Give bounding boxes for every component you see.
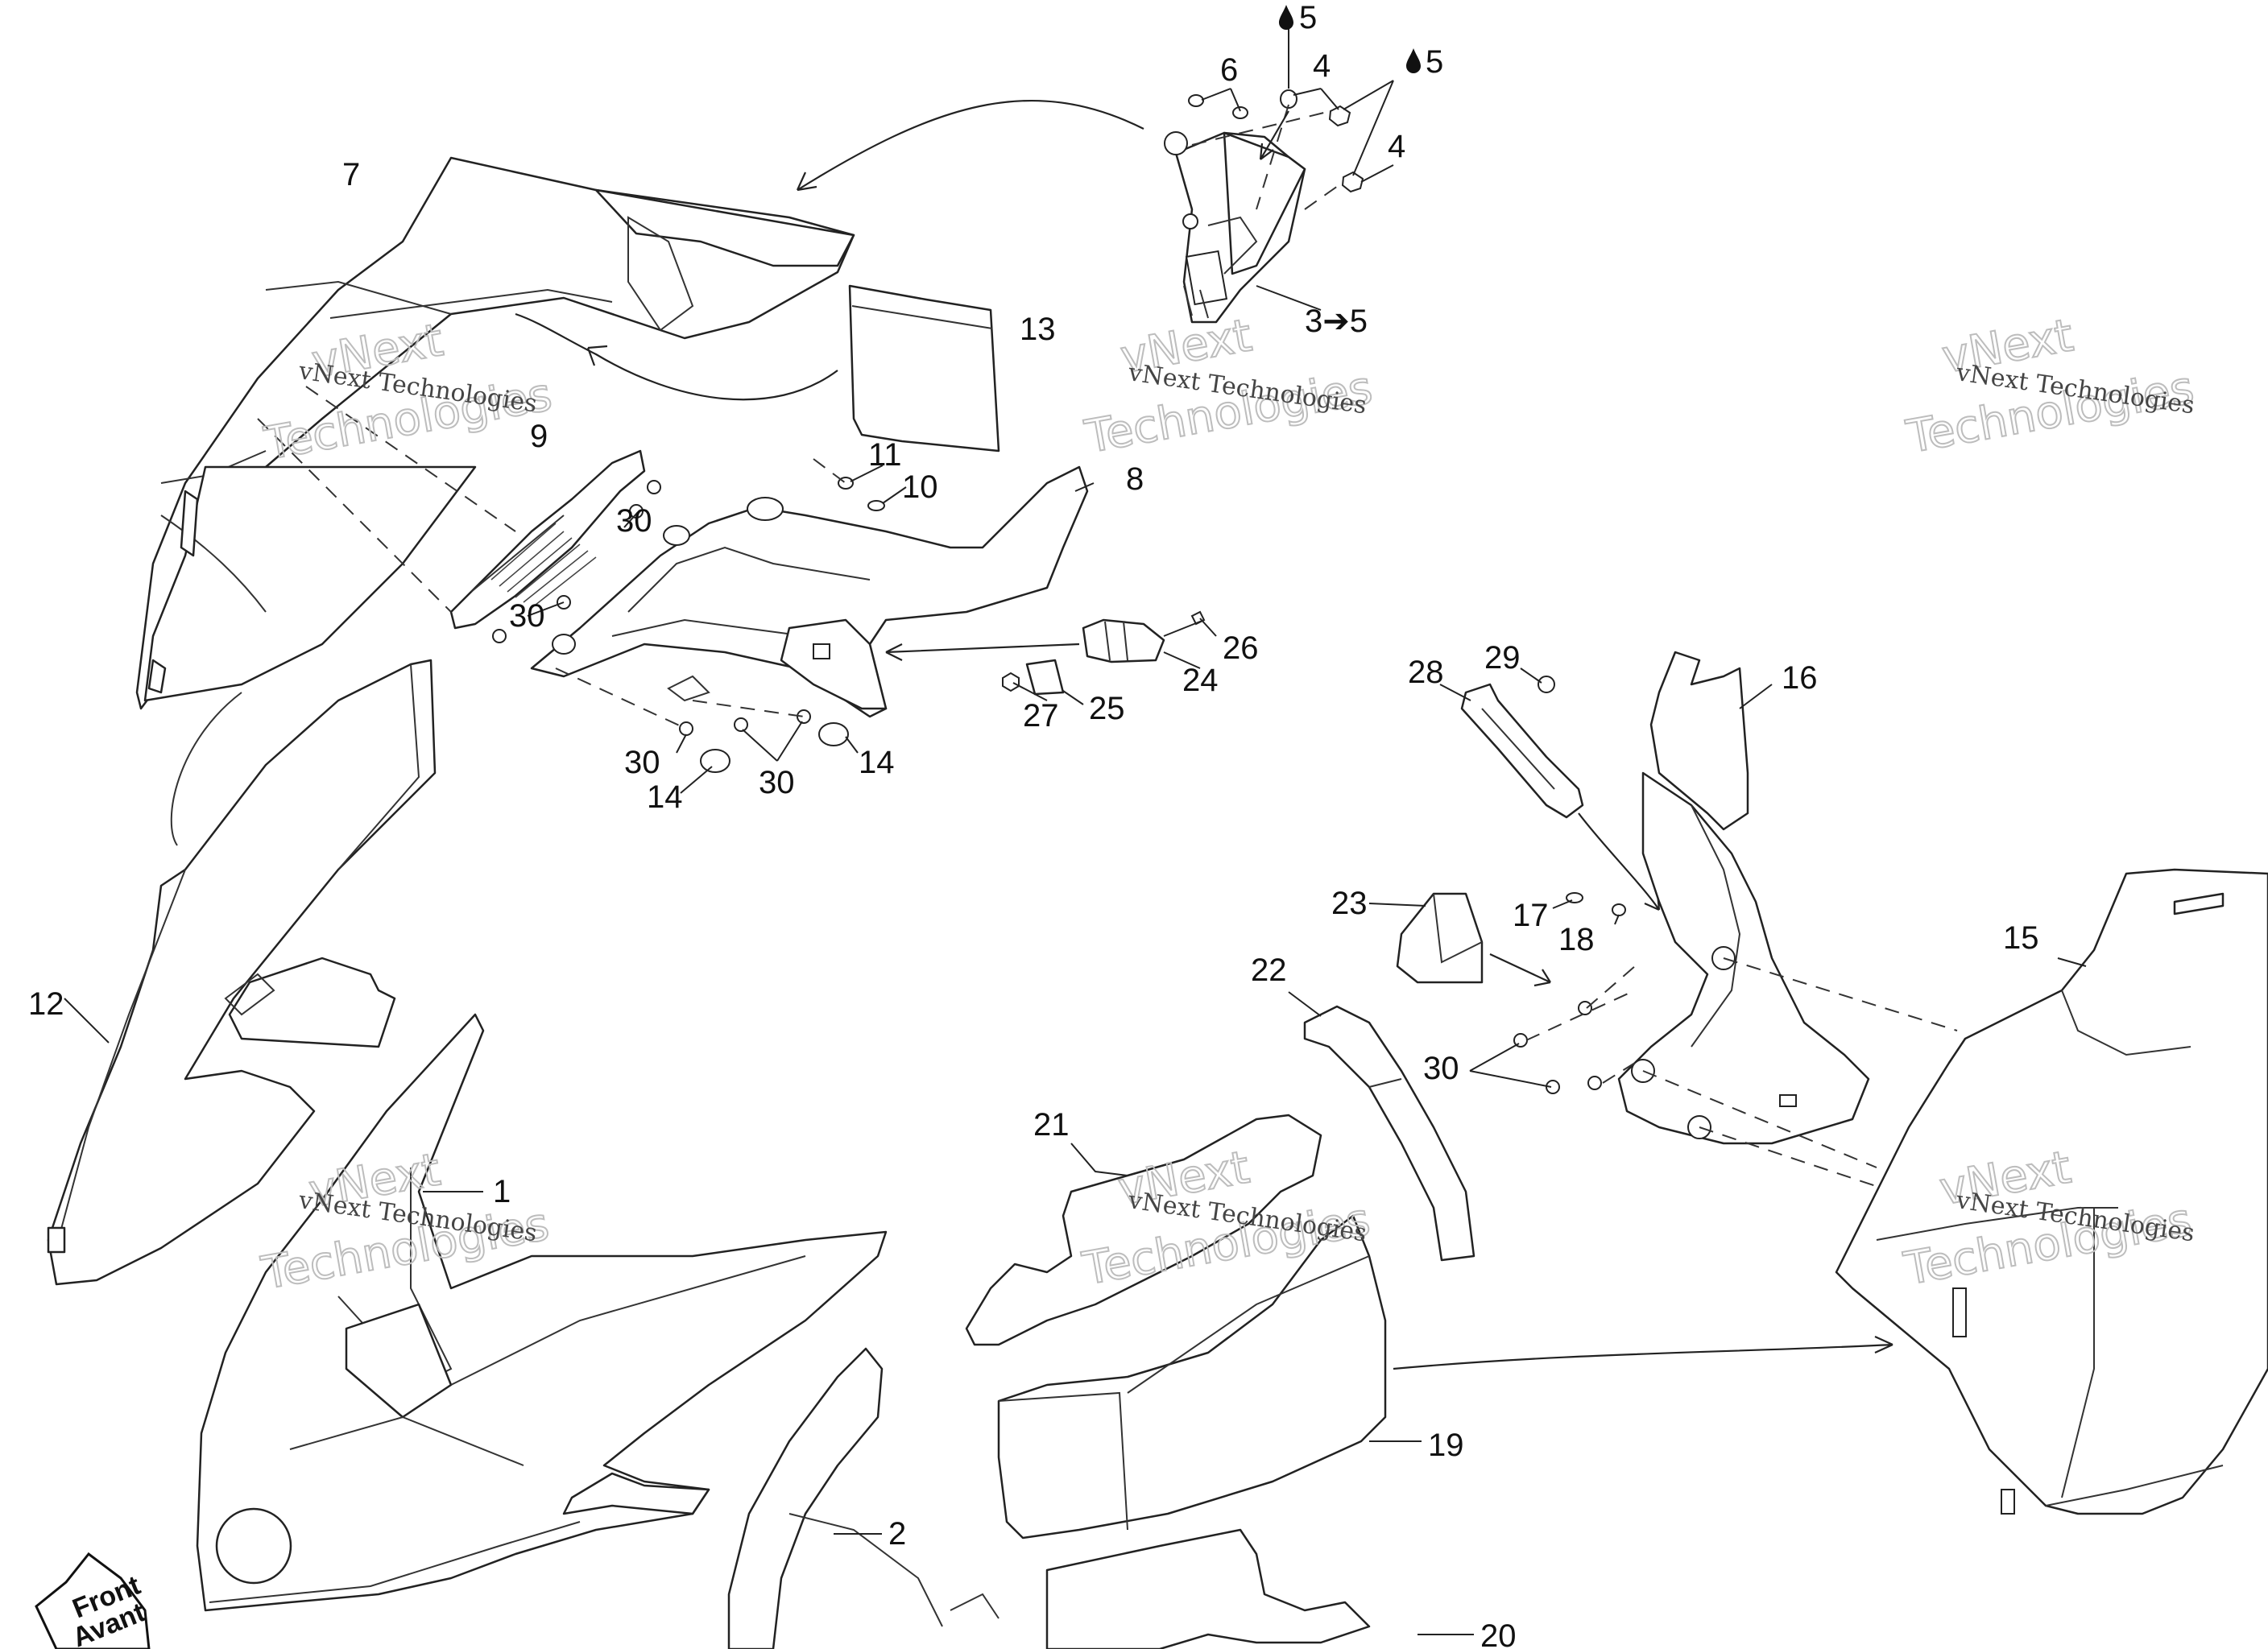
callout-25: 25: [1089, 691, 1125, 726]
callout-10: 10: [902, 469, 938, 505]
assembly-arrow-13: [515, 312, 838, 401]
part-3-to-5-bracket: [1164, 131, 1306, 324]
callout-27: 27: [1023, 698, 1059, 734]
callout-13: 13: [1020, 312, 1056, 347]
part-7-upper-fascia: [135, 156, 855, 710]
part-9-grille: [449, 449, 646, 630]
callout-4a: 4: [1313, 48, 1331, 84]
callout-1: 1: [493, 1174, 511, 1209]
callout-5b: 5: [1426, 44, 1443, 80]
callout-30c: 30: [624, 745, 660, 780]
callout-20: 20: [1480, 1618, 1517, 1649]
callout-8: 8: [1126, 461, 1144, 497]
callout-14a: 14: [859, 745, 895, 780]
callout-14b: 14: [647, 779, 683, 815]
part-21-bracket: [965, 1114, 1322, 1346]
part-22-trim: [1303, 1005, 1475, 1262]
callout-21: 21: [1033, 1107, 1070, 1143]
part-24-clip: [1002, 610, 1206, 696]
washers-below-8: [679, 709, 849, 773]
callout-16: 16: [1782, 660, 1818, 696]
part-20-lower-trim: [1045, 1528, 1371, 1649]
callout-30e: 30: [1423, 1051, 1459, 1086]
fastener-6: [1188, 89, 1364, 193]
callout-30a: 30: [616, 503, 652, 539]
callout-22: 22: [1251, 953, 1287, 988]
oil-drop-icon: [1406, 48, 1421, 73]
callout-9: 9: [530, 419, 548, 454]
nut-27: [1002, 672, 1020, 692]
callout-labels: 7 6 5 4 5 4 3➔5 13 9 11 10 8 30 30 26 24…: [28, 0, 2039, 1649]
part-15-side-panel: [1835, 868, 2268, 1515]
part-28-strap: [1460, 676, 1584, 819]
callout-12: 12: [28, 986, 64, 1022]
callout-7: 7: [342, 157, 360, 192]
part-2-lower-bezel: [727, 1347, 999, 1649]
assembly-arrow-top: [797, 100, 1144, 191]
callout-15: 15: [2003, 920, 2039, 956]
part-19-lower-panel: [997, 1214, 1387, 1539]
callout-23: 23: [1331, 886, 1368, 921]
callout-29: 29: [1484, 640, 1521, 676]
part-23-wedge: [1396, 892, 1484, 984]
callout-4b: 4: [1388, 129, 1405, 164]
part-25-plate: [1025, 659, 1065, 696]
part-12-return-curve: [170, 692, 242, 846]
part-13-panel: [848, 284, 1000, 453]
callout-18: 18: [1558, 922, 1595, 957]
front-avant-badge: Front Avant: [35, 1552, 151, 1649]
callout-17: 17: [1513, 898, 1549, 933]
nuts-30-grille: [492, 480, 661, 643]
callout-19: 19: [1428, 1428, 1464, 1463]
callout-24: 24: [1182, 663, 1219, 698]
callout-26: 26: [1223, 630, 1259, 666]
callout-30d: 30: [759, 765, 795, 800]
callout-3-to-5: 3➔5: [1305, 304, 1368, 339]
fasteners-17-18-30: [1513, 892, 1626, 1094]
callout-6: 6: [1220, 52, 1238, 88]
callout-30b: 30: [509, 598, 545, 634]
oil-drop-icon: [1279, 5, 1293, 30]
part-8-inner-fender: [530, 465, 1089, 718]
callout-5a: 5: [1299, 0, 1317, 35]
fastener-10: [867, 500, 885, 511]
callout-2: 2: [888, 1516, 906, 1552]
part-16-support: [1617, 651, 1870, 1145]
part-1-front-nose: [196, 1013, 888, 1612]
assembly-arrow-top-head: [796, 172, 817, 192]
callout-11: 11: [868, 437, 902, 473]
part-12-side-panel: [47, 659, 437, 1286]
callout-28: 28: [1408, 655, 1444, 690]
